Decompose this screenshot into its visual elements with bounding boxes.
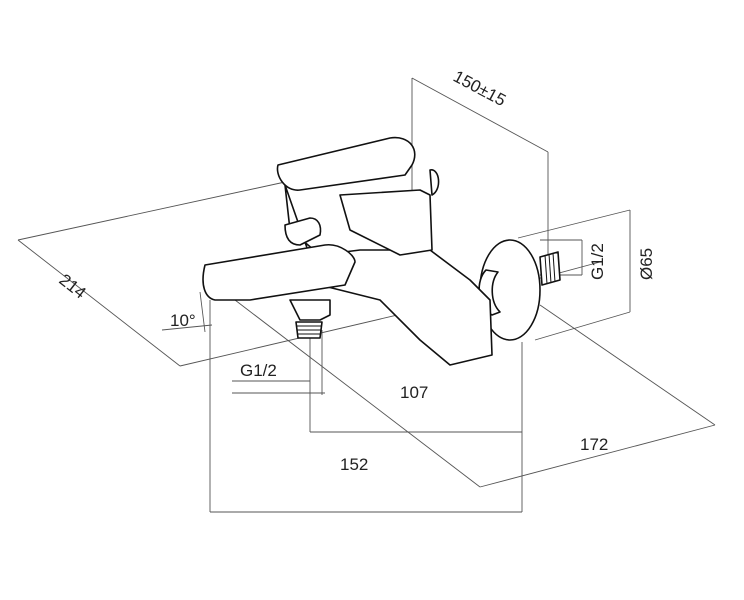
dim-outlet-thread: G1/2 — [240, 361, 277, 380]
dim-flange-diameter: Ø65 — [637, 248, 656, 280]
dim-outlet-to-wall: 107 — [400, 383, 428, 402]
dim-spout-to-wall: 152 — [340, 455, 368, 474]
spout — [202, 244, 356, 301]
dim-wall-thread: G1/2 — [588, 243, 607, 280]
faucet-body — [202, 136, 561, 366]
outlet — [289, 299, 331, 321]
dim-spout-angle: 10° — [170, 311, 196, 330]
diverter-knob — [284, 217, 322, 246]
lever-handle — [276, 136, 416, 191]
dim-depth: 214 — [56, 270, 90, 302]
dim-total-projection: 172 — [580, 435, 608, 454]
